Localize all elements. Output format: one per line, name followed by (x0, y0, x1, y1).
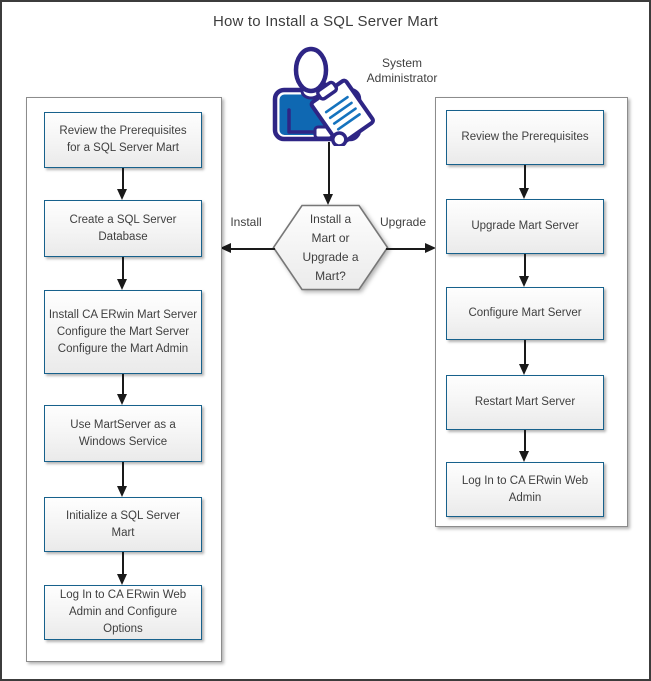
decision-label: Install a Mart or Upgrade a Mart? (302, 211, 359, 283)
arrow-line (524, 254, 526, 276)
arrowhead-down-icon (519, 364, 529, 375)
arrow-line (386, 248, 426, 250)
arrowhead-down-icon (117, 189, 127, 200)
process-box-windows-service: Use MartServer as a Windows Service (44, 405, 202, 462)
arrowhead-right-icon (425, 243, 436, 253)
arrowhead-down-icon (519, 276, 529, 287)
arrow-line (122, 168, 124, 189)
arrow-line (524, 340, 526, 364)
process-box-install-mart-server: Install CA ERwin Mart Server Configure t… (44, 290, 202, 374)
install-branch-label: Install (230, 215, 262, 229)
process-box-review-prerequisites: Review the Prerequisites (446, 110, 604, 165)
upgrade-branch-label: Upgrade (379, 215, 427, 229)
arrowhead-down-icon (519, 188, 529, 199)
arrow-line (122, 552, 124, 574)
process-box-configure-mart-server: Configure Mart Server (446, 287, 604, 340)
actor-label: System Administrator (366, 56, 438, 85)
page-title: How to Install a SQL Server Mart (212, 13, 439, 30)
process-box-login-web-admin: Log In to CA ERwin Web Admin (446, 462, 604, 517)
arrowhead-down-icon (117, 486, 127, 497)
arrowhead-down-icon (117, 394, 127, 405)
process-box-create-database: Create a SQL Server Database (44, 200, 202, 257)
arrow-line (524, 430, 526, 451)
arrow-line (231, 248, 275, 250)
arrow-line (524, 165, 526, 188)
process-box-review-prerequisites-sql: Review the Prerequisites for a SQL Serve… (44, 112, 202, 168)
process-box-restart-mart-server: Restart Mart Server (446, 375, 604, 430)
system-administrator-icon (272, 46, 375, 146)
process-box-initialize-mart: Initialize a SQL Server Mart (44, 497, 202, 552)
decision-hexagon (272, 204, 389, 291)
arrow-line (328, 142, 330, 194)
arrowhead-down-icon (117, 279, 127, 290)
arrowhead-down-icon (519, 451, 529, 462)
arrow-line (122, 462, 124, 486)
process-box-login-configure-options: Log In to CA ERwin Web Admin and Configu… (44, 585, 202, 640)
arrow-line (122, 257, 124, 279)
process-box-upgrade-mart-server: Upgrade Mart Server (446, 199, 604, 254)
arrow-line (122, 374, 124, 394)
arrowhead-left-icon (220, 243, 231, 253)
arrowhead-down-icon (323, 194, 333, 205)
arrowhead-down-icon (117, 574, 127, 585)
